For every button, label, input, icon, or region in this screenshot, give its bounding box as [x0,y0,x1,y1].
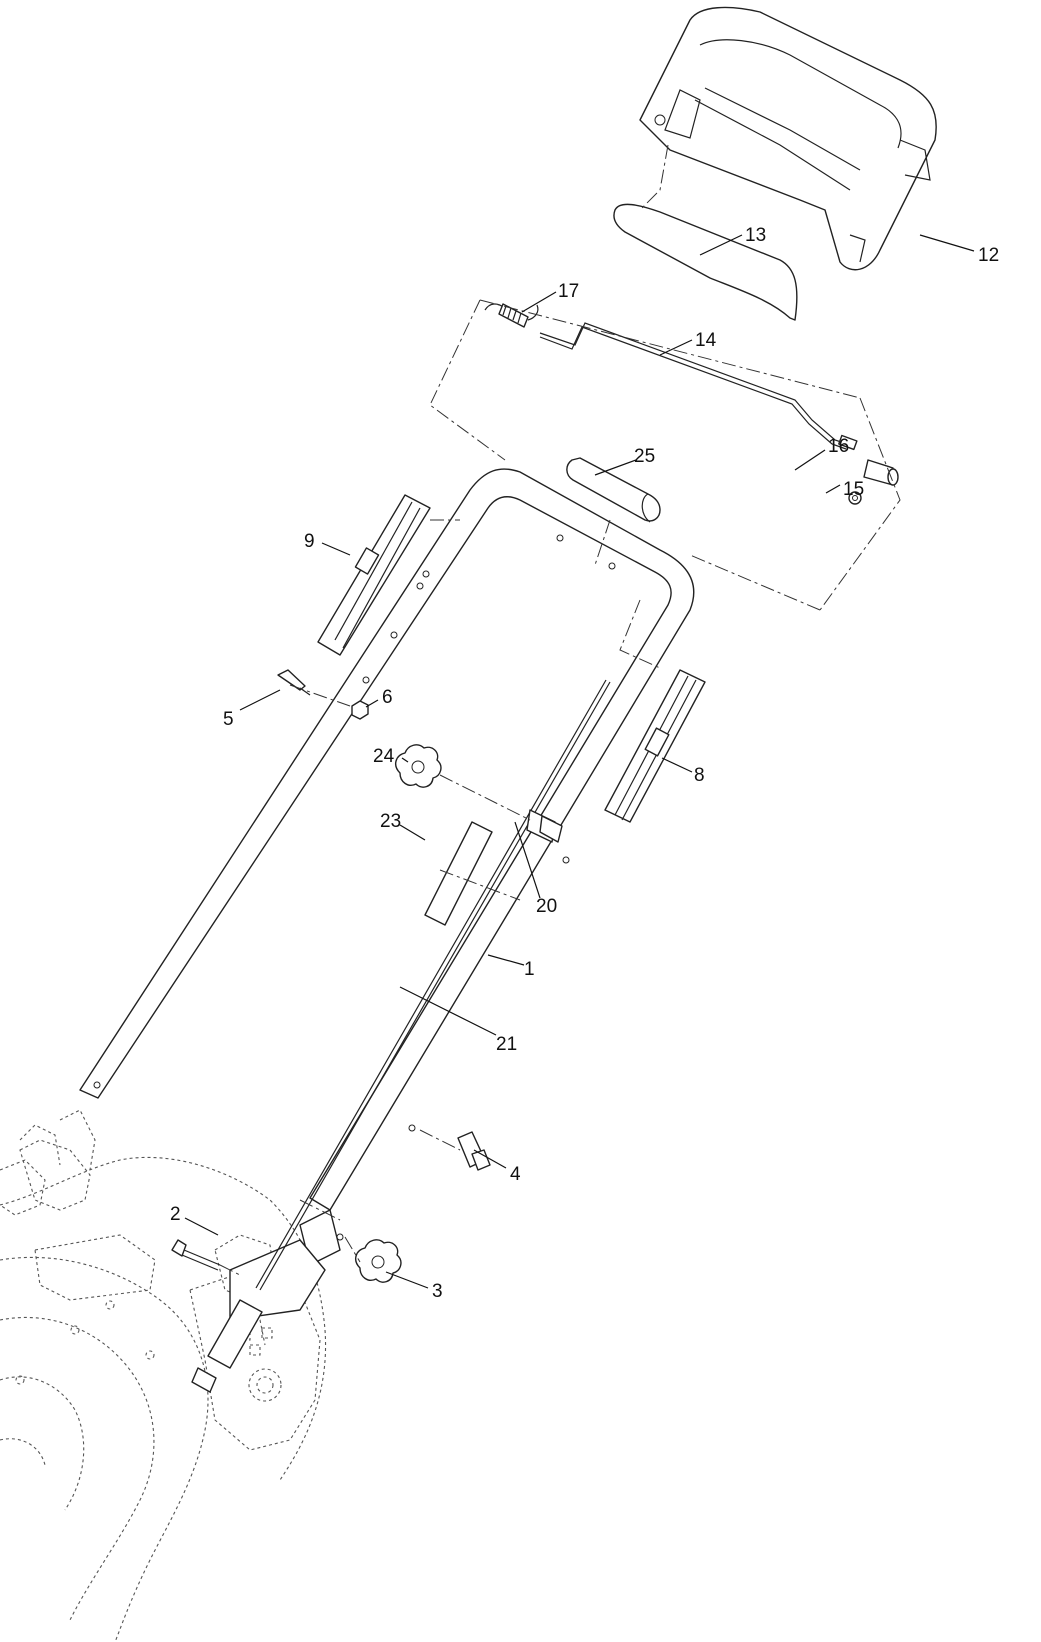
mower-deck [0,1109,327,1642]
nut [351,700,369,720]
callout-17: 17 [558,281,579,302]
callout-4: 4 [510,1164,521,1185]
callout-25: 25 [634,446,655,467]
lower-handle [79,468,695,1241]
cable-guide [526,809,563,843]
callout-20: 20 [536,896,557,917]
callout-2: 2 [170,1204,181,1225]
callout-8: 8 [694,765,705,786]
cable-tie-clip [277,669,311,696]
callout-6: 6 [382,687,393,708]
leader-lines [184,234,975,1289]
callout-12: 12 [978,245,999,266]
cable [191,679,611,1393]
knob-upper [395,744,442,788]
callout-15: 15 [843,479,864,500]
foam-pad [424,821,493,926]
callout-16: 16 [828,436,849,457]
washer [848,491,862,505]
knob-lower [355,1239,402,1283]
handle-lower-end [229,1209,341,1321]
callout-24: 24 [373,746,395,767]
bail-plate [613,203,798,321]
callout-21: 21 [496,1034,517,1055]
callout-3: 3 [432,1281,443,1302]
callouts: 1 2 3 4 5 6 8 9 12 13 14 15 16 17 20 21 … [170,225,999,1302]
callout-9: 9 [304,531,315,552]
callout-13: 13 [745,225,766,246]
callout-5: 5 [223,709,234,730]
callout-14: 14 [695,330,717,351]
carriage-bolt [171,1239,221,1271]
callout-1: 1 [524,959,535,980]
spacer [457,1131,491,1171]
upper-handle [639,6,937,271]
side-cover-left [317,494,431,656]
callout-23: 23 [380,811,401,832]
tube-cover [566,457,661,523]
control-rod [539,322,858,451]
side-cover-right [604,669,706,823]
rod-clip [863,459,899,486]
assembly-lines [219,144,901,1276]
